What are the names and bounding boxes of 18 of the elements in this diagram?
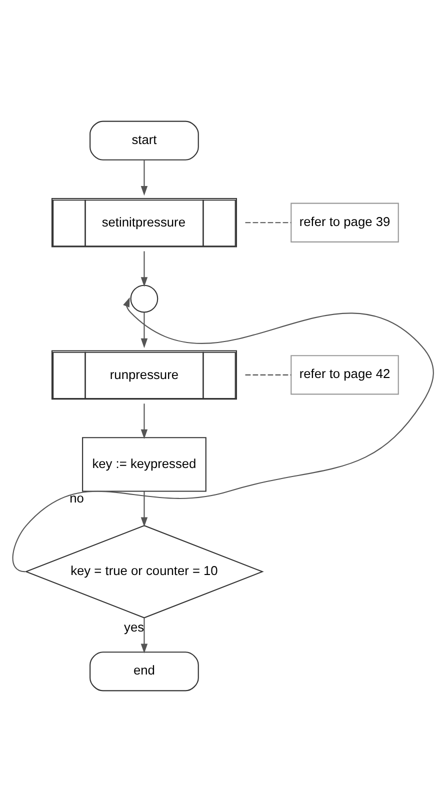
arrow	[12, 296, 434, 572]
arrow	[140, 617, 148, 653]
node-circle	[130, 284, 158, 312]
node-box: refer to page 42	[290, 354, 399, 394]
node-box: end	[90, 651, 199, 691]
edge-label: no	[70, 490, 84, 505]
node-diamond: key = true or counter = 10	[24, 524, 264, 618]
connector	[245, 374, 292, 375]
node-box: start	[90, 120, 199, 160]
arrow	[140, 403, 148, 439]
arrow	[140, 160, 148, 196]
connector	[245, 222, 292, 223]
arrow	[140, 312, 148, 348]
arrow	[140, 250, 148, 286]
node-box: refer to page 39	[290, 202, 399, 242]
arrow	[140, 491, 148, 526]
node-box: key := keypressed	[82, 436, 206, 492]
edge-label: yes	[124, 618, 144, 634]
